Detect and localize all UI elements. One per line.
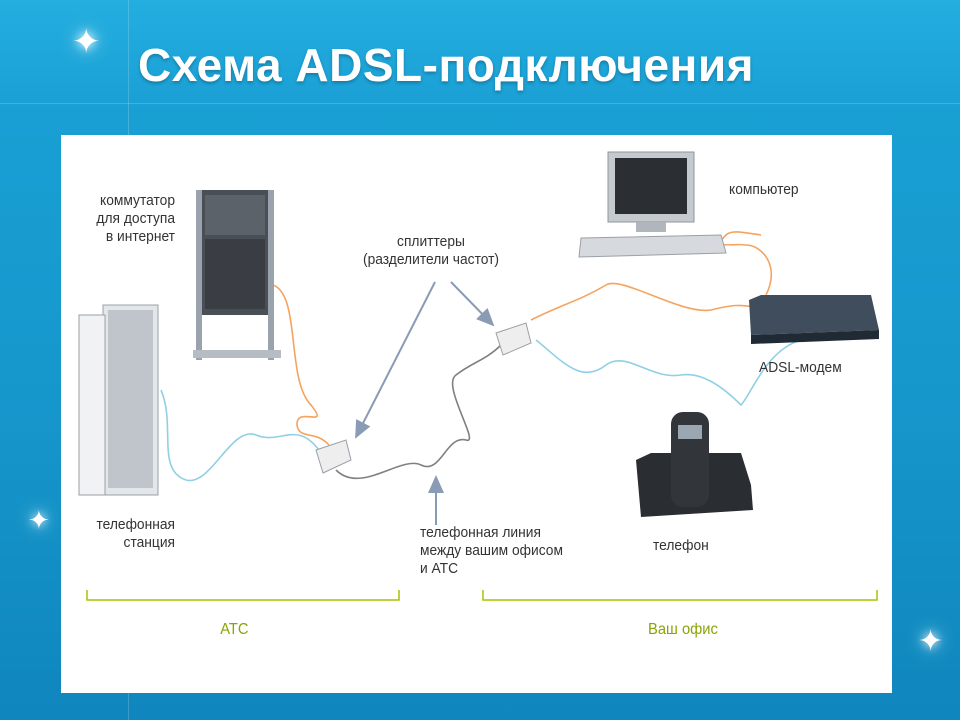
cable-exchange-to-splitter [160, 389, 320, 482]
diagram-panel: коммутатор для доступа в интернет телефо… [61, 135, 892, 693]
phone-line-cable [335, 344, 502, 480]
phone-label: телефон [653, 537, 709, 554]
diagram-canvas [78, 151, 879, 601]
splitters-label: сплиттеры (разделители частот) [362, 233, 500, 268]
pointer-arrow-icon [450, 281, 495, 327]
sparkle-icon: ✦ [918, 625, 944, 658]
header-band [0, 0, 960, 110]
background-line [0, 103, 960, 104]
adsl-modem-icon [749, 295, 879, 344]
cordless-phone-icon [636, 412, 753, 517]
group-bracket-office [482, 590, 878, 601]
page-title: Схема ADSL-подключения [138, 39, 754, 91]
server-cabinet-icon [193, 190, 281, 360]
group-label-ats: АТС [220, 621, 249, 638]
pointer-arrow-icon [355, 281, 436, 439]
exchange-label: телефонная станция [96, 516, 175, 551]
desktop-computer-icon [578, 151, 727, 258]
splitter-icon [315, 439, 352, 474]
switch-label: коммутатор для доступа в интернет [96, 192, 175, 245]
computer-label: компьютер [729, 181, 799, 198]
cable-splitter-to-phone [535, 339, 802, 407]
phone-line-label: телефонная линия между вашим офисом и АТ… [420, 524, 563, 577]
telephone-exchange-rack-icon [78, 304, 159, 496]
cable-switch-to-splitter [272, 284, 330, 446]
sparkle-icon: ✦ [72, 23, 101, 61]
cable-modem-to-computer [719, 231, 773, 296]
sparkle-icon: ✦ [28, 505, 50, 535]
group-label-office: Ваш офис [648, 621, 718, 638]
group-bracket-ats [86, 590, 400, 601]
modem-label: ADSL-модем [759, 359, 842, 376]
splitter-icon [495, 322, 532, 356]
cable-splitter-to-modem [530, 282, 767, 321]
